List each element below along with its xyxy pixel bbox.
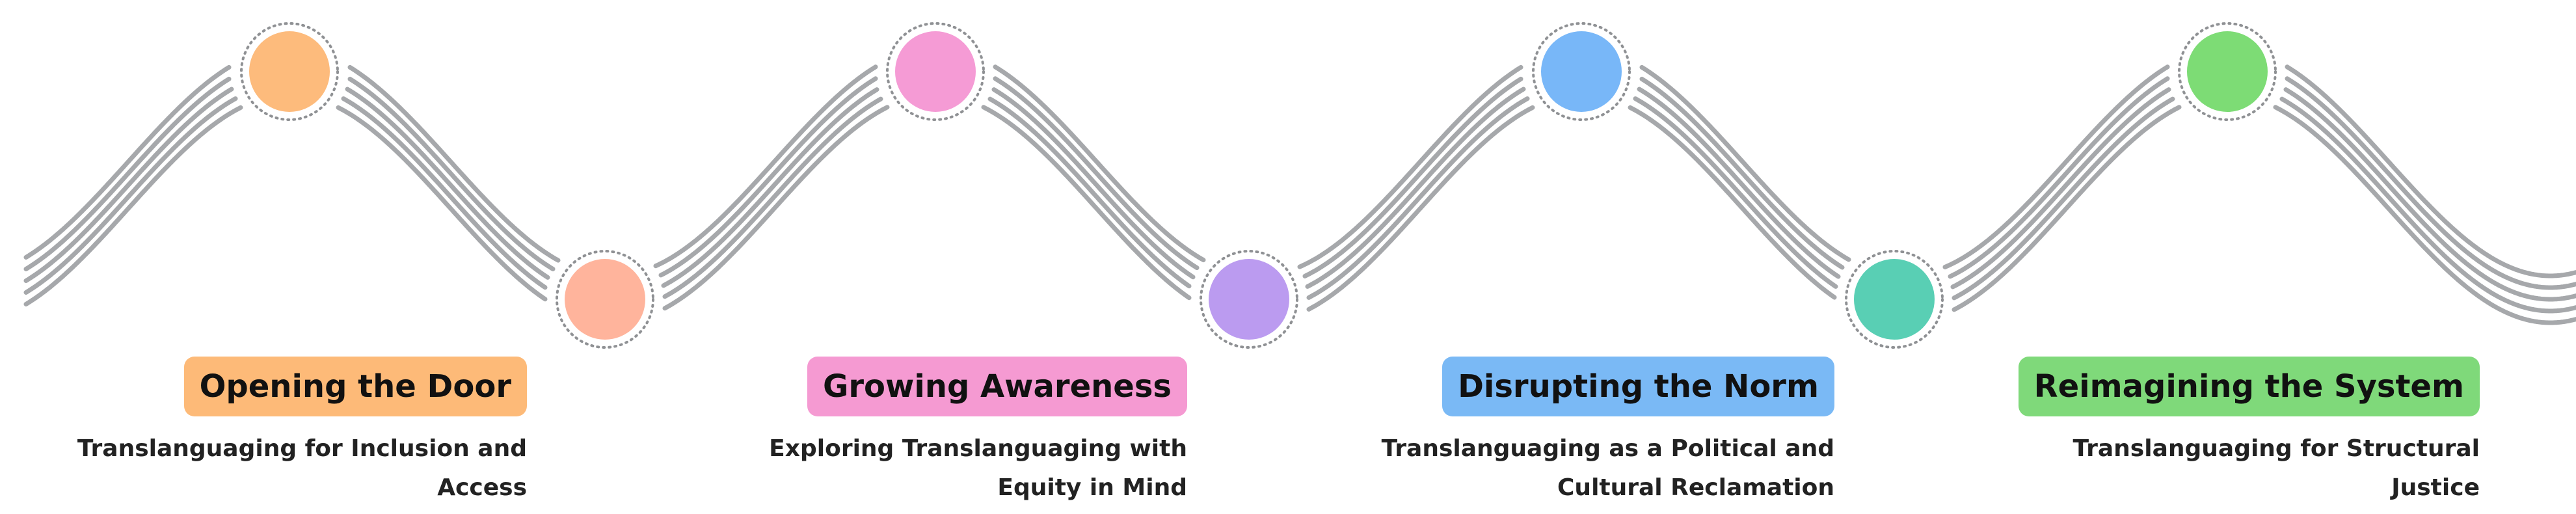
stage-1-trough-marker — [552, 246, 658, 353]
wave-line-2 — [23, 76, 2576, 290]
wave-line-3 — [23, 87, 2576, 302]
stage-3-subtitle: Translanguaging as a Political and Cultu… — [1381, 435, 1834, 501]
stage-4-title: Reimagining the System — [2018, 357, 2480, 416]
stage-2-peak-marker — [882, 18, 989, 125]
stage-1-peak-marker — [236, 18, 343, 125]
stage-2-trough-marker — [1196, 246, 1302, 353]
stage-4-peak-marker — [2174, 18, 2281, 125]
stage-3-trough-marker — [1841, 246, 1948, 353]
stage-2-subtitle: Exploring Translanguaging with Equity in… — [769, 435, 1187, 501]
stage-1-title: Opening the Door — [183, 357, 527, 416]
stage-3-title: Disrupting the Norm — [1442, 357, 1834, 416]
stage-2-title: Growing Awareness — [807, 357, 1187, 416]
wave-line-1 — [23, 64, 2576, 278]
wave-line-5 — [23, 105, 2576, 325]
stage-3-peak-marker — [1528, 18, 1635, 125]
wave-line-4 — [23, 96, 2576, 314]
stage-1-subtitle: Translanguaging for Inclusion and Access — [77, 435, 527, 501]
stage-4-subtitle: Translanguaging for Structural Justice — [2073, 435, 2480, 501]
